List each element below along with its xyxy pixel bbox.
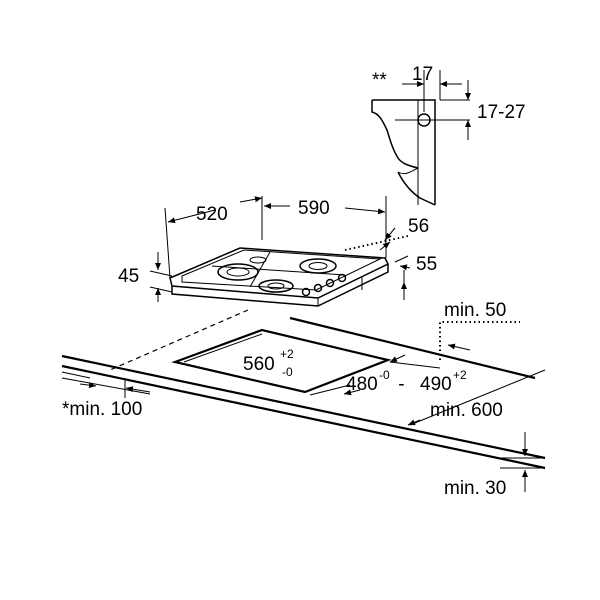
rear-gap-label: 56 — [408, 216, 429, 237]
cutout-depth-a-sup: -0 — [379, 368, 390, 382]
cutout-depth-b: 490 — [420, 374, 452, 395]
cutout-width-label: 560 — [243, 354, 275, 375]
worktop-dimensions — [61, 321, 546, 492]
top-height-label: 17-27 — [477, 102, 526, 123]
hob-appliance — [169, 247, 390, 307]
cutout-depth-group: 480 -0 - 490 +2 — [346, 368, 467, 395]
thickness-label: 45 — [118, 266, 139, 287]
width-label: 590 — [298, 198, 330, 219]
side-min-label: *min. 100 — [62, 399, 142, 420]
worktop — [61, 316, 546, 470]
worktop-depth-min-label: min. 600 — [430, 400, 503, 421]
cutout-depth-b-sup: +2 — [453, 368, 467, 382]
projection-dash — [109, 309, 249, 371]
cutout-width-minus: -0 — [282, 365, 293, 379]
worktop-thickness-min-label: min. 30 — [444, 478, 506, 499]
cutout-width-plus: +2 — [280, 347, 294, 361]
hob-dimensions — [149, 196, 411, 302]
cutout-width-group: 560 +2 -0 — [243, 347, 294, 379]
cutout-depth-separator: - — [393, 374, 410, 395]
front-depth-label: 55 — [416, 254, 437, 275]
depth-label: 520 — [196, 204, 228, 225]
top-width-label: 17 — [412, 64, 433, 85]
double-star-label: ** — [372, 70, 387, 91]
wall-profile-detail — [371, 70, 471, 206]
cutout-depth-a: 480 — [346, 374, 378, 395]
rear-wall-min-label: min. 50 — [444, 300, 506, 321]
